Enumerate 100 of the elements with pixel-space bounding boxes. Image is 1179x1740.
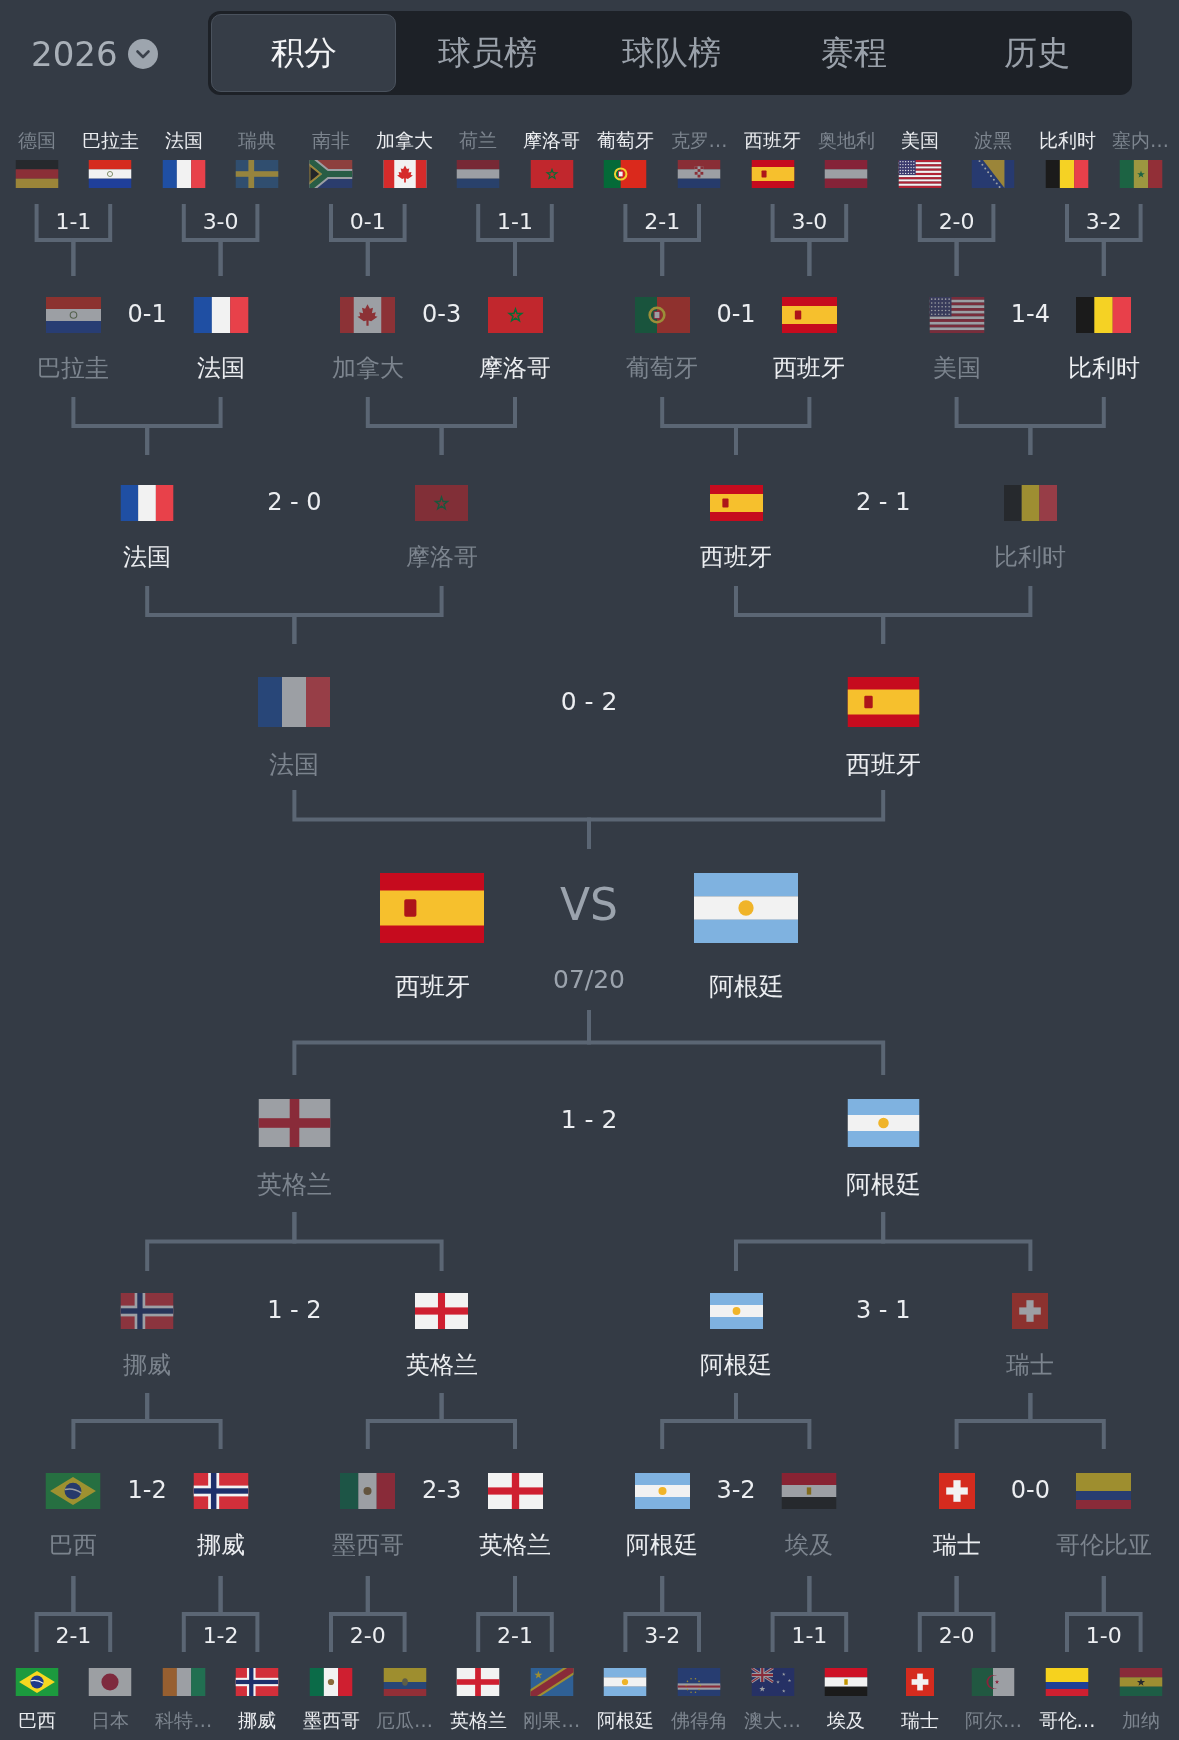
bracket-line	[807, 204, 849, 276]
bracket-line	[881, 586, 1033, 644]
team-name: 厄瓜…	[376, 1708, 434, 1732]
year-label: 2026	[31, 33, 118, 75]
team-name: 巴西	[17, 1708, 56, 1732]
team-name: 瑞士	[900, 1708, 939, 1732]
team-name: 法国	[123, 544, 172, 570]
team-name: 英格兰	[405, 1352, 478, 1378]
team-name: 巴拉圭	[81, 128, 139, 152]
team-name: 摩洛哥	[479, 355, 551, 381]
bracket-line	[587, 1010, 886, 1075]
team-name: 荷兰	[459, 128, 498, 152]
match-score: 2-1	[55, 1623, 92, 1649]
team-name: 法国	[196, 355, 245, 381]
bracket-line	[1101, 204, 1143, 276]
team-name: 比利时	[994, 544, 1067, 570]
bracket-line	[1028, 1393, 1106, 1449]
bracket-line	[734, 397, 812, 455]
match-score: 2-3	[422, 1477, 462, 1505]
bracket-line	[660, 1576, 701, 1652]
team-name: 埃及	[785, 1532, 834, 1558]
match-score: 2 - 1	[855, 489, 911, 517]
bracket-line	[587, 790, 886, 849]
team-name: 瑞士	[1006, 1352, 1055, 1378]
bracket-line	[365, 1576, 407, 1652]
team-name: 加纳	[1121, 1708, 1160, 1732]
match-score: 3-0	[791, 209, 828, 235]
team-name: 哥伦…	[1038, 1708, 1096, 1732]
bracket-line	[513, 1576, 554, 1652]
match-score: 1-0	[1085, 1623, 1122, 1649]
team-name: 摩洛哥	[405, 544, 478, 570]
bracket-line	[513, 204, 554, 276]
team-name: 美国	[932, 355, 981, 381]
team-name: 埃及	[827, 1708, 866, 1732]
team-name: 瑞典	[238, 128, 277, 152]
team-name: 葡萄牙	[596, 128, 654, 152]
team-name: 葡萄牙	[626, 355, 699, 381]
match-score: 2 - 0	[267, 489, 322, 517]
team-name: 德国	[17, 128, 56, 152]
team-name: 瑞士	[932, 1532, 981, 1558]
team-name: 佛得角	[670, 1708, 728, 1732]
match-score: 2-0	[938, 1623, 975, 1649]
team-name: 南非	[312, 128, 350, 152]
match-score: 1 - 2	[560, 1105, 618, 1135]
team-name: 摩洛哥	[523, 128, 581, 152]
bracket-line	[365, 204, 407, 276]
bracket-line	[734, 1393, 812, 1449]
team-name: 墨西哥	[331, 1532, 404, 1558]
team-name: 比利时	[1067, 355, 1140, 381]
match-score: 3-0	[202, 209, 239, 235]
bracket-line	[439, 397, 517, 455]
team-name: 西班牙	[773, 355, 846, 381]
match-score: 1-1	[497, 209, 533, 235]
match-score: 1-2	[127, 1477, 167, 1505]
team-name: 塞内…	[1112, 128, 1170, 152]
team-name: 日本	[91, 1708, 130, 1732]
match-score: 1 - 2	[267, 1297, 322, 1325]
bracket-line	[1101, 1576, 1143, 1652]
bracket-line	[218, 1576, 260, 1652]
team-name: 英格兰	[449, 1708, 507, 1732]
match-score: 1-1	[55, 209, 92, 235]
team-name: 英格兰	[256, 1171, 332, 1199]
team-name: 巴拉圭	[37, 355, 110, 381]
team-name: 西班牙	[394, 973, 470, 1001]
team-name: 英格兰	[479, 1532, 551, 1558]
match-score: 3 - 1	[855, 1297, 911, 1325]
bracket-line	[292, 586, 444, 644]
bracket-line	[1028, 397, 1106, 455]
team-name: 刚果…	[523, 1708, 581, 1732]
team-name: 比利时	[1038, 128, 1096, 152]
team-name: 墨西哥	[302, 1708, 360, 1732]
active-tab: 积分	[211, 14, 397, 92]
vs-label: VS	[560, 880, 618, 930]
team-name: 西班牙	[845, 751, 921, 779]
team-name: 克罗…	[670, 128, 728, 152]
match-score: 0-1	[127, 301, 167, 329]
team-name: 阿根廷	[700, 1352, 772, 1378]
team-name: 法国	[269, 751, 320, 779]
match-score: 0-1	[349, 209, 386, 235]
team-name: 阿根廷	[845, 1171, 921, 1199]
bracket-line	[218, 204, 260, 276]
team-name: 阿尔…	[964, 1708, 1022, 1732]
team-name: 阿根廷	[626, 1532, 699, 1558]
team-name: 美国	[900, 128, 939, 152]
bracket-line	[807, 1576, 849, 1652]
match-score: 3-2	[1085, 209, 1122, 235]
tab: 历史	[945, 14, 1129, 92]
team-name: 西班牙	[744, 128, 802, 152]
match-date: 07/20	[553, 965, 625, 995]
bracket-line	[660, 204, 701, 276]
tab: 赛程	[762, 14, 946, 92]
team-name: 挪威	[238, 1708, 277, 1732]
bracket-line	[145, 397, 223, 455]
match-score: 0-1	[716, 301, 756, 329]
match-score: 0 - 2	[560, 687, 618, 717]
team-name: 科特…	[155, 1708, 213, 1732]
team-name: 巴西	[49, 1532, 98, 1558]
bracket-line	[954, 204, 996, 276]
team-name: 法国	[164, 128, 203, 152]
match-score: 0-3	[422, 301, 462, 329]
